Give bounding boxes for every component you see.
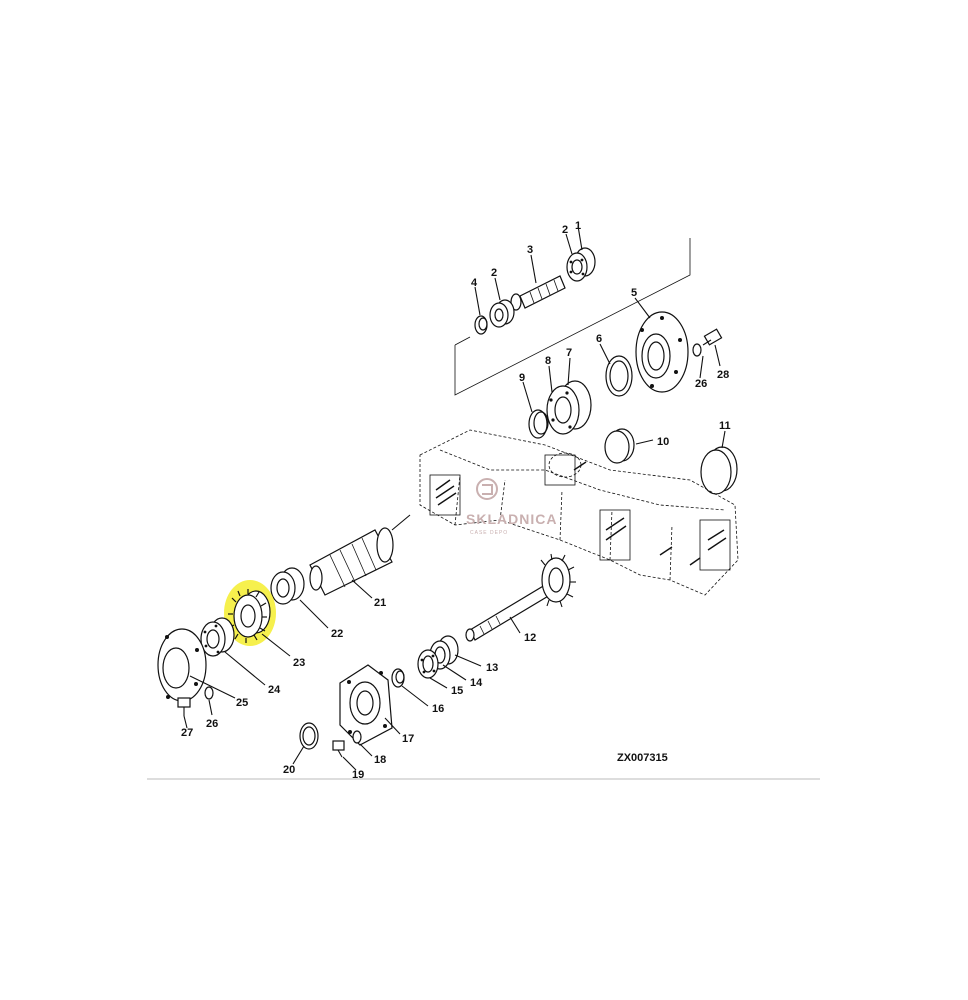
part-2-bearing[interactable] (489, 299, 515, 328)
part-label: 21 (374, 597, 386, 609)
part-label: 2 (562, 224, 568, 236)
part-19-bolt[interactable] (332, 740, 345, 758)
part-label: 14 (470, 677, 483, 689)
part-label: 26 (695, 378, 707, 390)
part-4-snap-ring[interactable] (474, 315, 488, 335)
part-label: 26 (206, 718, 218, 730)
part-label: 9 (519, 372, 525, 384)
part-10-cap[interactable] (604, 428, 635, 464)
part-15-bearing[interactable] (417, 649, 439, 679)
part-25-cover[interactable] (157, 628, 207, 702)
part-1-bearing[interactable] (566, 247, 596, 282)
part-16-snap-ring[interactable] (391, 668, 405, 688)
watermark: SKLADNICA CASE DEPO (466, 478, 557, 536)
part-label: 28 (717, 369, 729, 381)
part-label: 25 (236, 697, 248, 709)
watermark-brand: SKLADNICA (466, 511, 557, 527)
part-label: 1 (575, 220, 581, 232)
part-label: 8 (545, 355, 551, 367)
part-label: 16 (432, 703, 444, 715)
watermark-tagline: CASE DEPO (470, 530, 508, 536)
leader-lines (183, 225, 726, 771)
part-label: 18 (374, 754, 386, 766)
part-label: 19 (352, 769, 364, 781)
part-12-drive-shaft[interactable] (465, 553, 576, 642)
part-label: 4 (471, 277, 478, 289)
part-label: 24 (268, 684, 281, 696)
part-label: 11 (719, 420, 731, 432)
part-label: 23 (293, 657, 305, 669)
axle-housing (419, 429, 739, 596)
part-17-flange[interactable] (339, 664, 393, 746)
part-label: 22 (331, 628, 343, 640)
part-21-shaft[interactable] (309, 514, 411, 596)
part-3-shaft[interactable] (510, 275, 566, 311)
drawing-code: ZX007315 (617, 752, 668, 764)
part-label: 15 (451, 685, 463, 697)
part-label: 12 (524, 632, 536, 644)
part-26-washer[interactable] (692, 343, 702, 357)
part-5-flange-cover[interactable] (635, 311, 689, 393)
part-7-bearing[interactable] (546, 380, 592, 435)
part-23-gear-highlight[interactable] (224, 580, 276, 646)
part-label: 17 (402, 733, 414, 745)
part-label: 3 (527, 244, 533, 256)
part-27-bolt[interactable] (177, 697, 191, 716)
part-22-bearing[interactable] (270, 567, 305, 605)
part-label: 27 (181, 727, 193, 739)
part-20-ring[interactable] (299, 722, 319, 750)
part-label: 2 (491, 267, 497, 279)
part-18-washer[interactable] (352, 730, 362, 744)
part-24-bearing[interactable] (200, 617, 235, 657)
part-9-snap-ring[interactable] (528, 409, 549, 439)
part-label: 5 (631, 287, 637, 299)
part-11-cap[interactable] (700, 446, 738, 495)
part-label: 20 (283, 764, 295, 776)
part-label: 10 (657, 436, 669, 448)
part-label: 7 (566, 347, 572, 359)
upper-assembly-bracket (454, 238, 691, 396)
part-26-washer-lower[interactable] (204, 686, 214, 700)
part-label: 13 (486, 662, 498, 674)
part-label: 6 (596, 333, 602, 345)
part-labels: 1 2 2 3 4 5 6 7 8 9 10 11 12 13 14 15 16… (181, 220, 731, 781)
part-6-seal-ring[interactable] (605, 355, 633, 397)
part-28-bolt[interactable] (702, 328, 723, 346)
